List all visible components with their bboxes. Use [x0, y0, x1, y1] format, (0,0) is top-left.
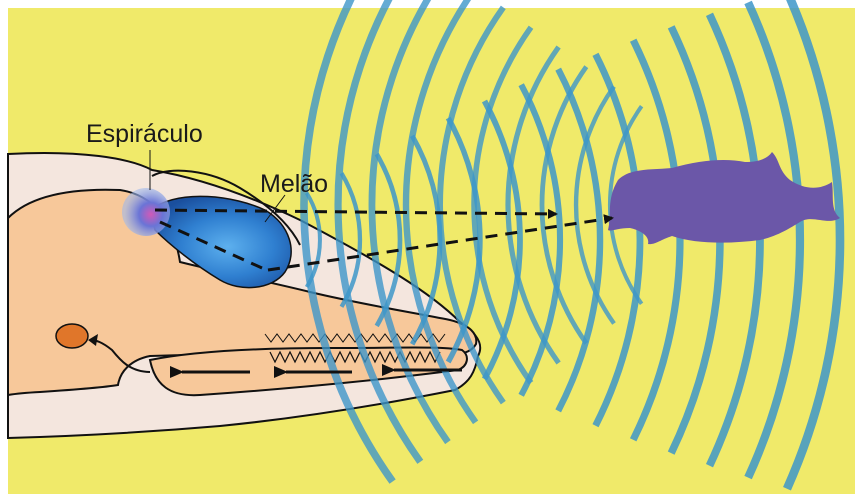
ear-bone-icon [56, 324, 88, 348]
blowhole-label: Espiráculo [86, 120, 203, 148]
blowhole-icon [122, 188, 170, 236]
melon-label: Melão [260, 170, 328, 198]
